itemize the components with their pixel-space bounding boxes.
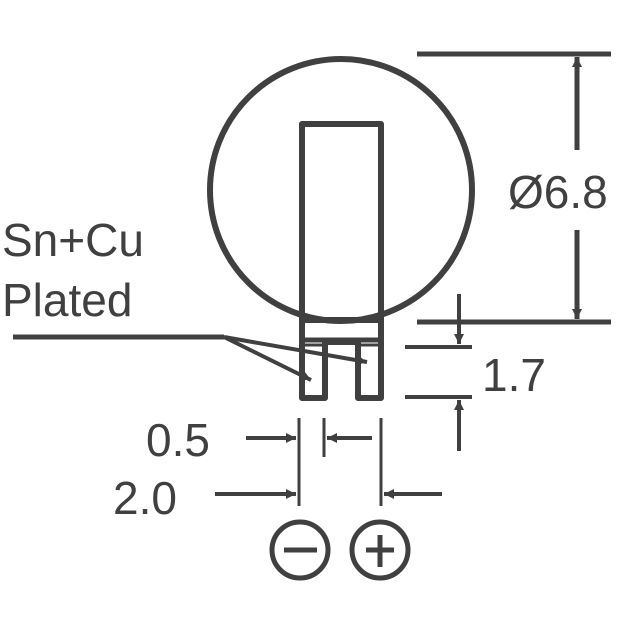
diameter-value: Ø6.8 xyxy=(508,166,608,218)
battery-body xyxy=(207,56,475,324)
plating-callout: Sn+Cu Plated xyxy=(2,214,368,382)
pin-width-dimension: 0.5 xyxy=(146,414,383,506)
plating-label-line2: Plated xyxy=(2,274,132,326)
negative-terminal-symbol xyxy=(269,519,331,581)
leader-arrow-left-pin xyxy=(223,335,312,382)
pin-height-value: 1.7 xyxy=(482,349,546,401)
pin-assembly xyxy=(299,121,384,401)
pin-pitch-dimension: 2.0 xyxy=(113,472,442,524)
pin-width-value: 0.5 xyxy=(146,414,210,466)
pin-pitch-value: 2.0 xyxy=(113,472,177,524)
leader-arrow-right-pin xyxy=(223,335,368,366)
positive-terminal-symbol xyxy=(349,519,411,581)
diameter-dimension: Ø6.8 xyxy=(417,51,611,325)
pin-height-dimension: 1.7 xyxy=(405,294,546,451)
plus-in-circle-icon xyxy=(349,519,411,581)
battery-outline xyxy=(207,56,475,324)
minus-in-circle-icon xyxy=(269,519,331,581)
plating-label-line1: Sn+Cu xyxy=(2,214,144,266)
